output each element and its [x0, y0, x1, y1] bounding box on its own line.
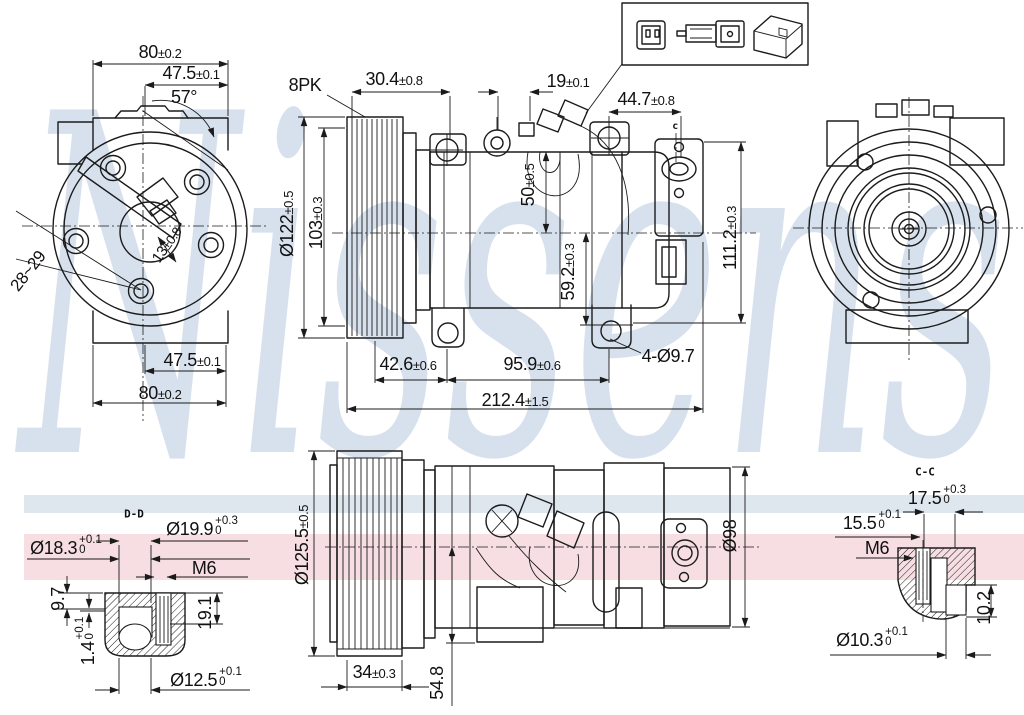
front-view	[15, 60, 266, 421]
connector-plug-side-icon	[676, 20, 745, 48]
section-cc	[830, 508, 997, 659]
section-dd-title: D-D	[124, 507, 144, 521]
background-band-blue	[24, 495, 1024, 513]
dim-bottom-d125-5: Ø125.5±0.5	[292, 504, 312, 586]
dim-cc-m6: M6	[864, 538, 890, 558]
dim-front-width-inner-top: 47.5±0.1	[162, 63, 220, 83]
dim-side-95-9: 95.9±0.6	[503, 354, 561, 374]
dim-bottom-d98: Ø98	[720, 519, 740, 553]
section-cc-title: C-C	[915, 465, 935, 479]
dim-front-angle: 57°	[170, 87, 198, 107]
connector-plug-iso-icon	[753, 15, 803, 59]
dim-side-50: 50±0.5	[518, 163, 538, 207]
dim-front-width-bottom: 80±0.2	[138, 383, 182, 403]
dim-bottom-34: 34±0.3	[352, 662, 396, 682]
dim-side-30-4: 30.4±0.8	[365, 69, 423, 89]
dim-side-mount-holes: 4-Ø9.7	[641, 346, 695, 366]
dim-dd-9-7: 9.7	[48, 587, 68, 611]
background-band-pink	[24, 534, 1024, 580]
dim-side-111-2: 111.2±0.3	[720, 206, 740, 270]
dim-bottom-54-8: 54.8	[427, 666, 447, 700]
dim-dd-m6: M6	[191, 558, 217, 578]
dim-dd-19-1: 19.1	[195, 596, 215, 630]
dim-front-width-top: 80±0.2	[138, 42, 182, 62]
connector-face-icon	[636, 20, 666, 50]
rear-view	[793, 97, 1023, 362]
section-cut-mark-c: c	[672, 121, 678, 132]
connector-inset	[585, 2, 809, 114]
side-view	[298, 88, 756, 413]
dim-cc-10-2: 10.2	[974, 591, 994, 625]
dim-front-width-inner-bottom: 47.5±0.1	[163, 350, 221, 370]
dim-side-42-6: 42.6±0.6	[379, 354, 437, 374]
section-dd	[27, 537, 250, 694]
dim-side-59-2: 59.2±0.3	[558, 243, 578, 301]
bottom-view	[308, 450, 760, 706]
dim-side-212-4: 212.4±1.5	[481, 390, 549, 410]
dim-side-19: 19±0.1	[546, 71, 590, 91]
watermark-text: Nissens	[12, 16, 1008, 563]
label-belt-type: 8PK	[288, 75, 322, 95]
dim-side-44-7: 44.7±0.8	[617, 89, 675, 109]
dim-side-103: 103±0.3	[306, 196, 326, 250]
dim-side-d122: Ø122±0.5	[277, 190, 297, 258]
